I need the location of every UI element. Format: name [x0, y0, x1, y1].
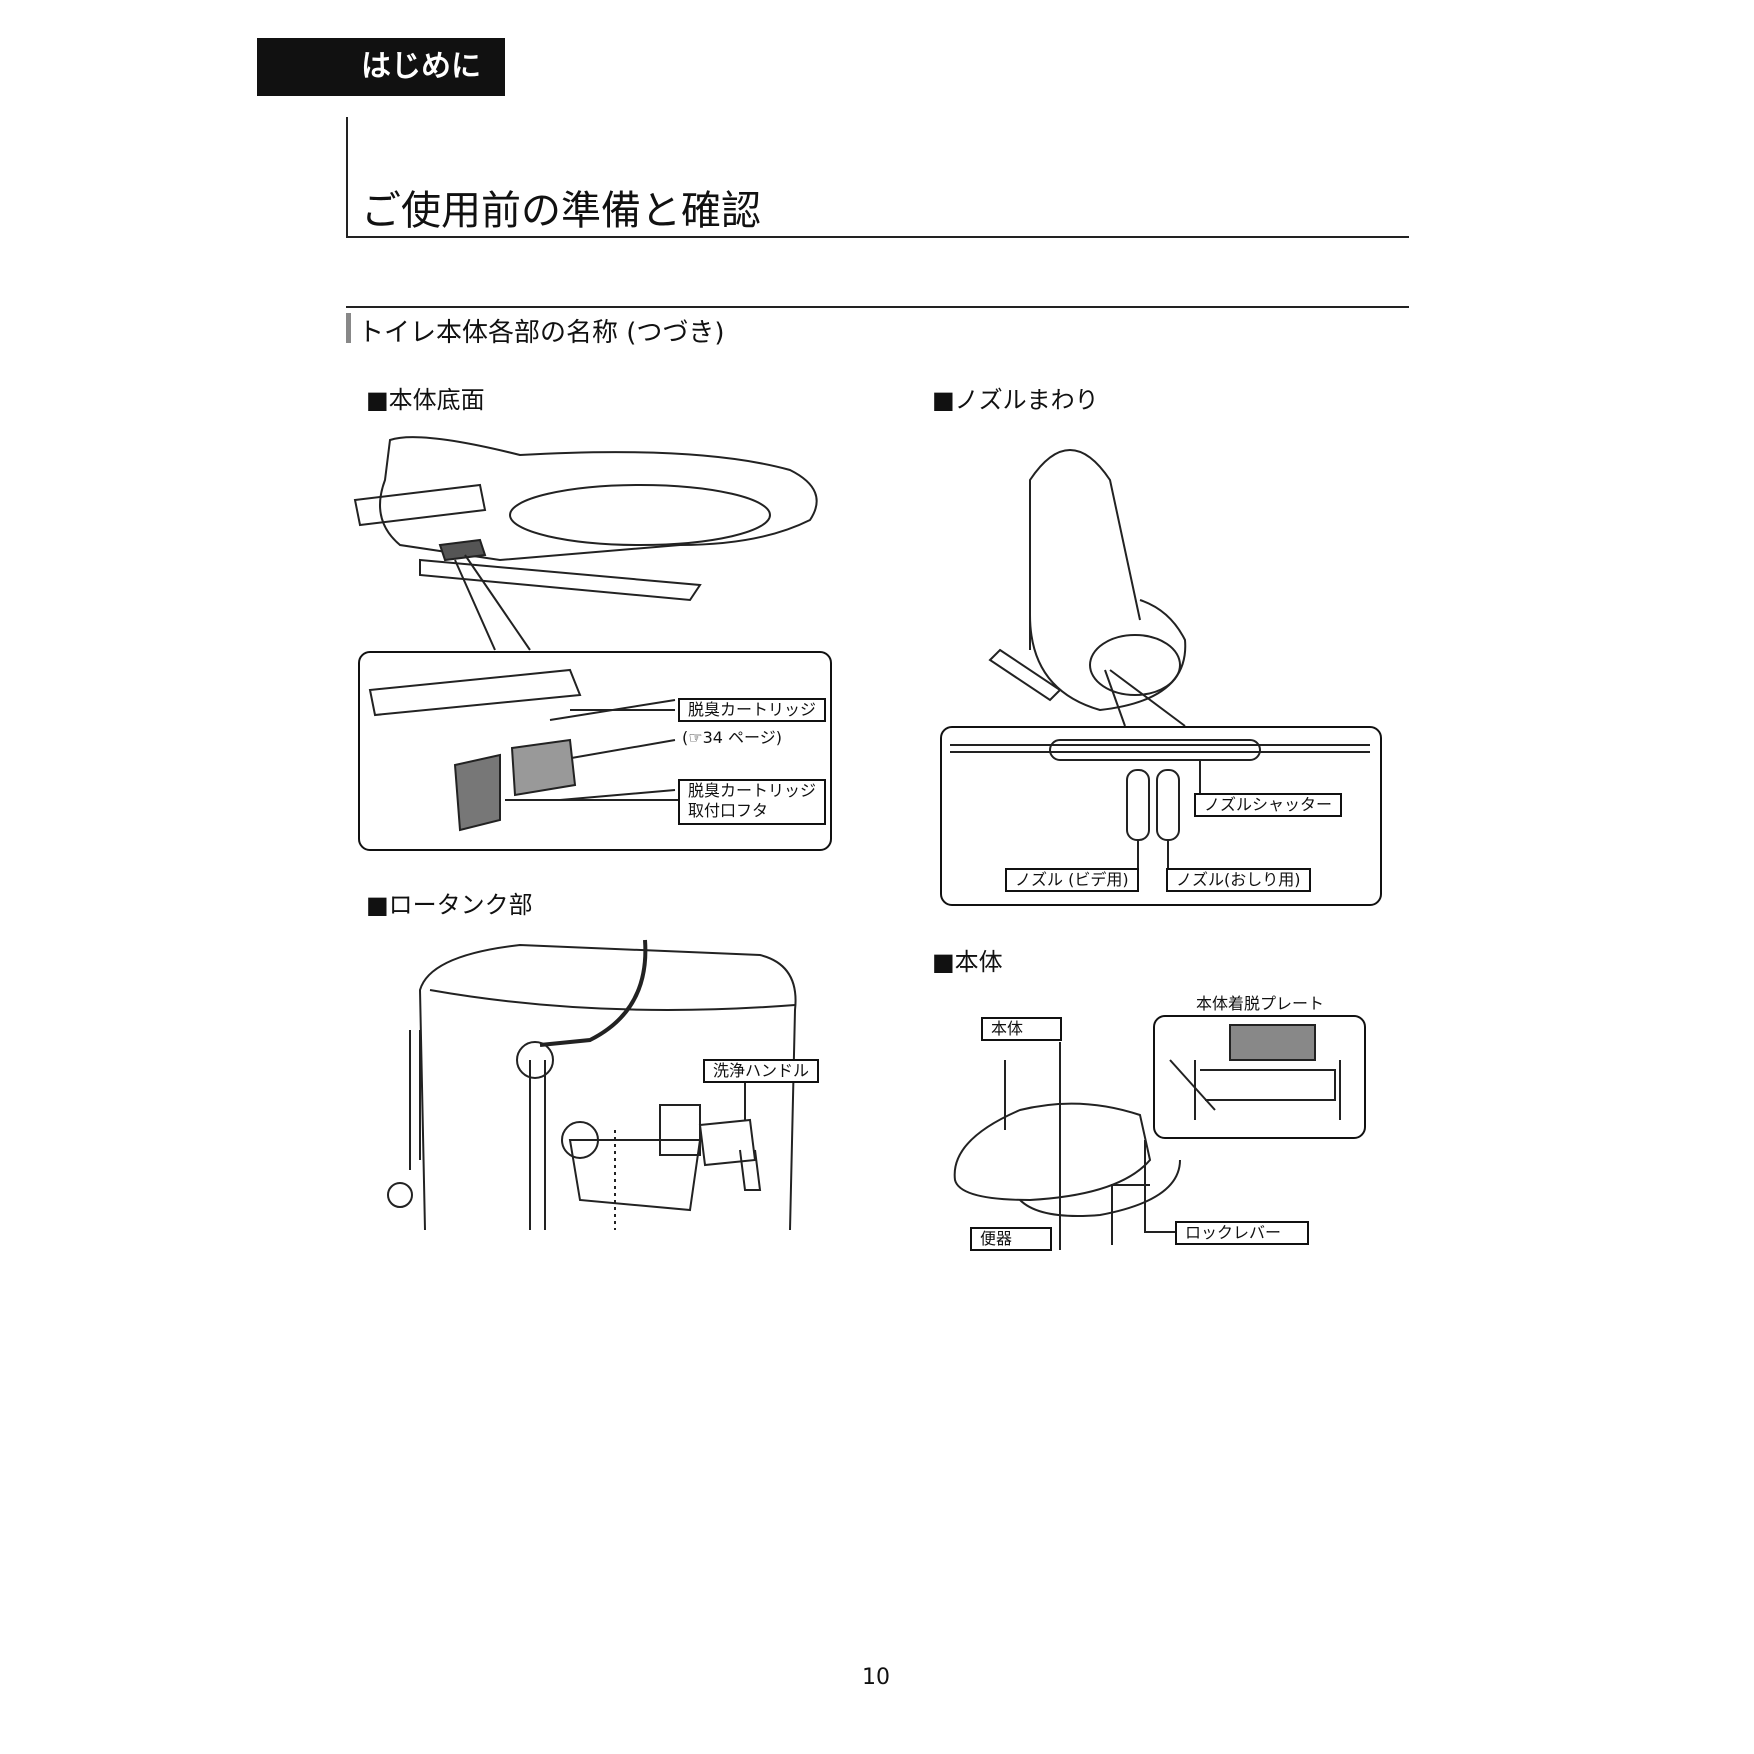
- page-number: 10: [862, 1665, 890, 1690]
- seat-nozzle-illustration: [950, 449, 1370, 868]
- label-nozzle-shutter: ノズルシャッター: [1194, 793, 1343, 817]
- nozzle-inset-frame: [940, 726, 1382, 906]
- label-nozzle-oshiri: ノズル(おしり用): [1166, 868, 1311, 892]
- label-cartridge-cover: 脱臭カートリッジ 取付口フタ: [678, 779, 827, 825]
- label-cartridge-ref: (☞34 ページ): [682, 728, 782, 747]
- label-lock-lever: ロックレバー: [1175, 1221, 1309, 1245]
- page-title: ご使用前の準備と確認: [361, 188, 761, 234]
- section-title: トイレ本体各部の名称 (つづき): [358, 318, 725, 348]
- title-rule: [346, 236, 1409, 238]
- label-bowl: 便器: [970, 1227, 1052, 1251]
- label-plate: 本体着脱プレート: [1196, 994, 1325, 1013]
- cartridge-inset-illustration: [368, 668, 680, 832]
- label-line: 脱臭カートリッジ: [688, 781, 817, 800]
- tank-illustration: [387, 939, 797, 1231]
- heading-tank: ■ロータンク部: [366, 891, 533, 919]
- seat-bottom-illustration: [353, 436, 818, 651]
- label-body: 本体: [981, 1017, 1062, 1041]
- label-line: 取付口フタ: [688, 801, 769, 820]
- section-rule: [346, 306, 1409, 308]
- heading-nozzle: ■ノズルまわり: [932, 386, 1099, 414]
- heading-body: ■本体: [932, 948, 1003, 976]
- title-rule-vertical: [346, 117, 348, 238]
- heading-bottom: ■本体底面: [366, 386, 485, 414]
- body-illustration: [953, 1024, 1341, 1250]
- section-marker: [346, 313, 351, 343]
- label-cartridge: 脱臭カートリッジ: [678, 698, 827, 722]
- label-nozzle-bidet: ノズル (ビデ用): [1005, 868, 1139, 892]
- cartridge-inset-frame: [358, 651, 832, 851]
- plate-inset-frame: [1153, 1015, 1366, 1139]
- label-flush-handle: 洗浄ハンドル: [703, 1059, 820, 1083]
- chapter-tab: はじめに: [257, 38, 505, 96]
